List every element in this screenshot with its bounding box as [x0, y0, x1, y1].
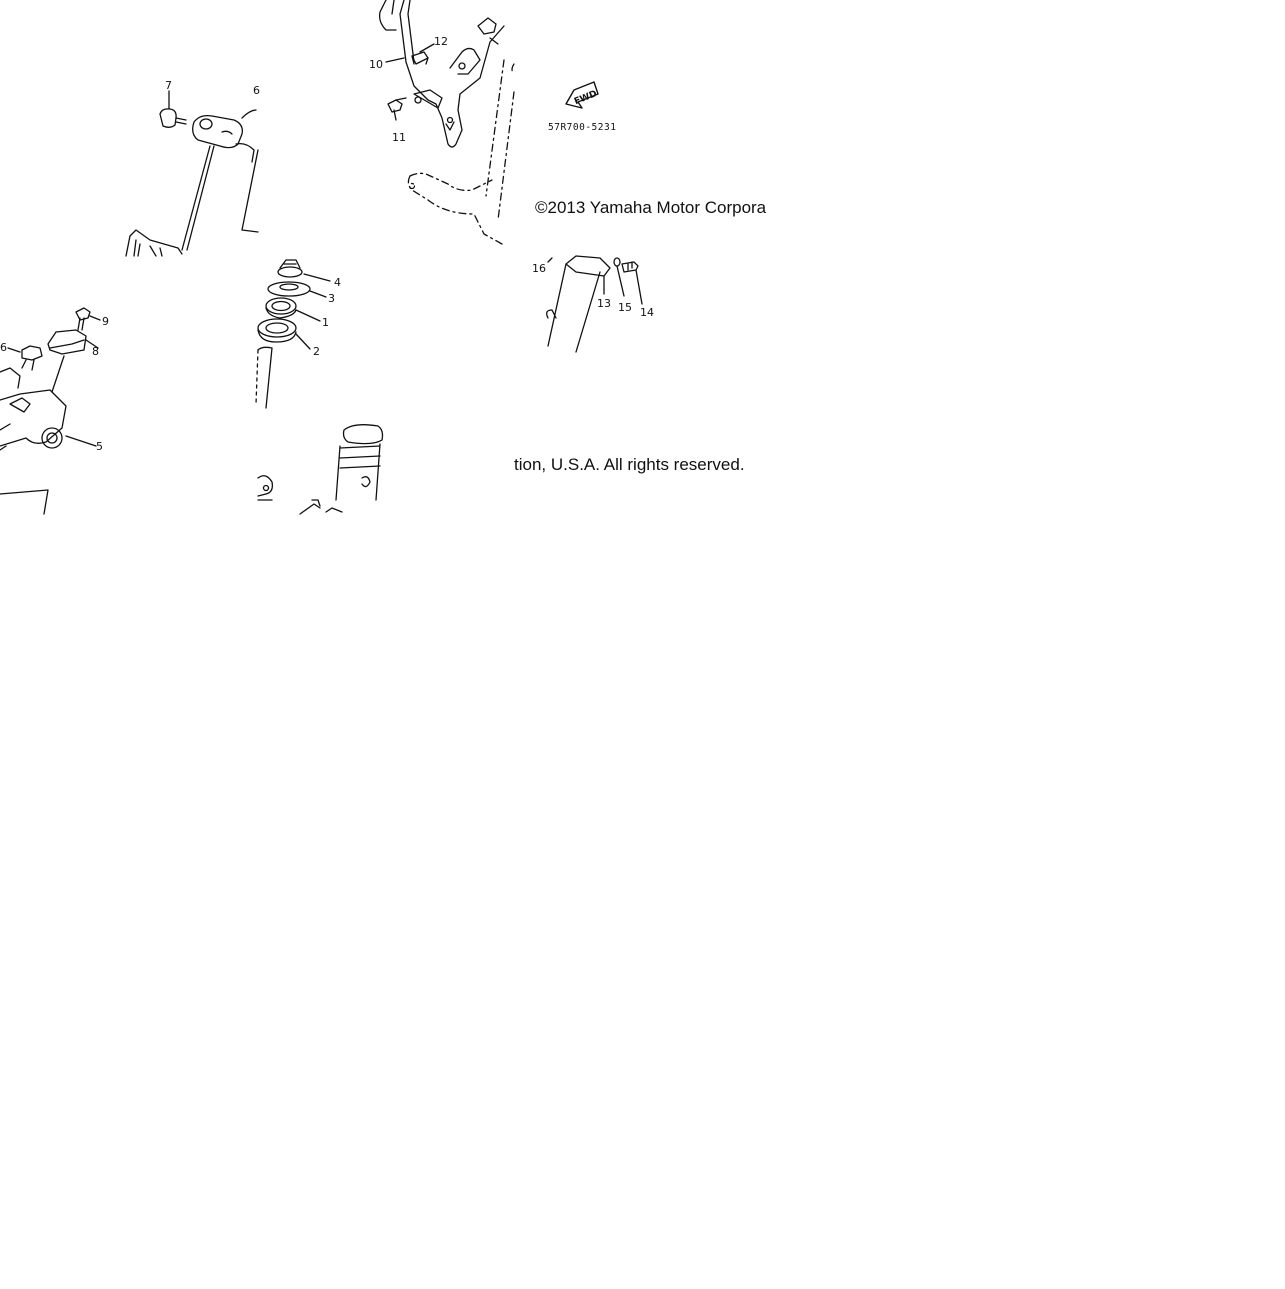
callout-3: 3 — [328, 292, 335, 305]
diagram-part-number: 57R700-5231 — [548, 122, 616, 133]
callout-6: 6 — [0, 341, 7, 354]
cap-8-drawing — [47, 329, 99, 393]
lower-fork-drawing — [257, 424, 384, 515]
callout-11: 11 — [392, 131, 406, 144]
tile-top-center — [378, 0, 515, 245]
bearing-2-drawing — [257, 318, 311, 350]
callout-10: 10 — [369, 58, 383, 71]
callout-7: 7 — [165, 79, 172, 92]
copyright-line-2: tion, U.S.A. All rights reserved. — [514, 455, 745, 474]
washer-15-drawing — [613, 257, 625, 297]
callout-15: 15 — [618, 301, 632, 314]
bolt-14-drawing — [621, 261, 643, 305]
callout-13: 13 — [597, 297, 611, 310]
callout-14: 14 — [640, 306, 654, 319]
part-6-drawing — [7, 345, 43, 371]
callout-12: 12 — [434, 35, 448, 48]
fwd-arrow-drawing — [565, 81, 599, 109]
callout-4: 4 — [334, 276, 341, 289]
stem-tube-drawing — [255, 346, 273, 409]
stay-10-drawing — [378, 0, 505, 148]
washer-3-drawing — [267, 281, 327, 298]
stay-lower-drawing — [125, 229, 183, 257]
callout-2: 2 — [313, 345, 320, 358]
bolt-7-drawing — [159, 90, 187, 128]
callout-5: 5 — [96, 440, 103, 453]
frame-outline-drawing — [407, 59, 515, 245]
holder-upper-drawing — [181, 109, 259, 251]
copyright-line-1: ©2013 Yamaha Motor Corpora — [535, 198, 767, 217]
callout-1: 1 — [322, 316, 329, 329]
tile-left — [0, 307, 101, 515]
callout-8: 8 — [92, 345, 99, 358]
fwd-label: FWD — [573, 89, 599, 107]
callout-6-upper: 6 — [253, 84, 260, 97]
bearing-1-drawing — [265, 297, 321, 322]
tile-upper-left — [125, 90, 259, 257]
tile-right — [546, 81, 643, 353]
fork-clamp-drawing — [546, 255, 611, 353]
bolt-9-drawing — [75, 307, 101, 331]
cap-12-drawing — [411, 43, 435, 65]
tile-center — [255, 259, 384, 515]
bolt-11-drawing — [387, 97, 407, 121]
clamp-5-drawing — [0, 367, 97, 515]
callout-labels: 7 6 9 8 6 5 4 3 1 2 10 11 12 13 14 15 16… — [0, 35, 654, 453]
nut-4-drawing — [277, 259, 331, 282]
callout-9: 9 — [102, 315, 109, 328]
callout-16: 16 — [532, 262, 546, 275]
